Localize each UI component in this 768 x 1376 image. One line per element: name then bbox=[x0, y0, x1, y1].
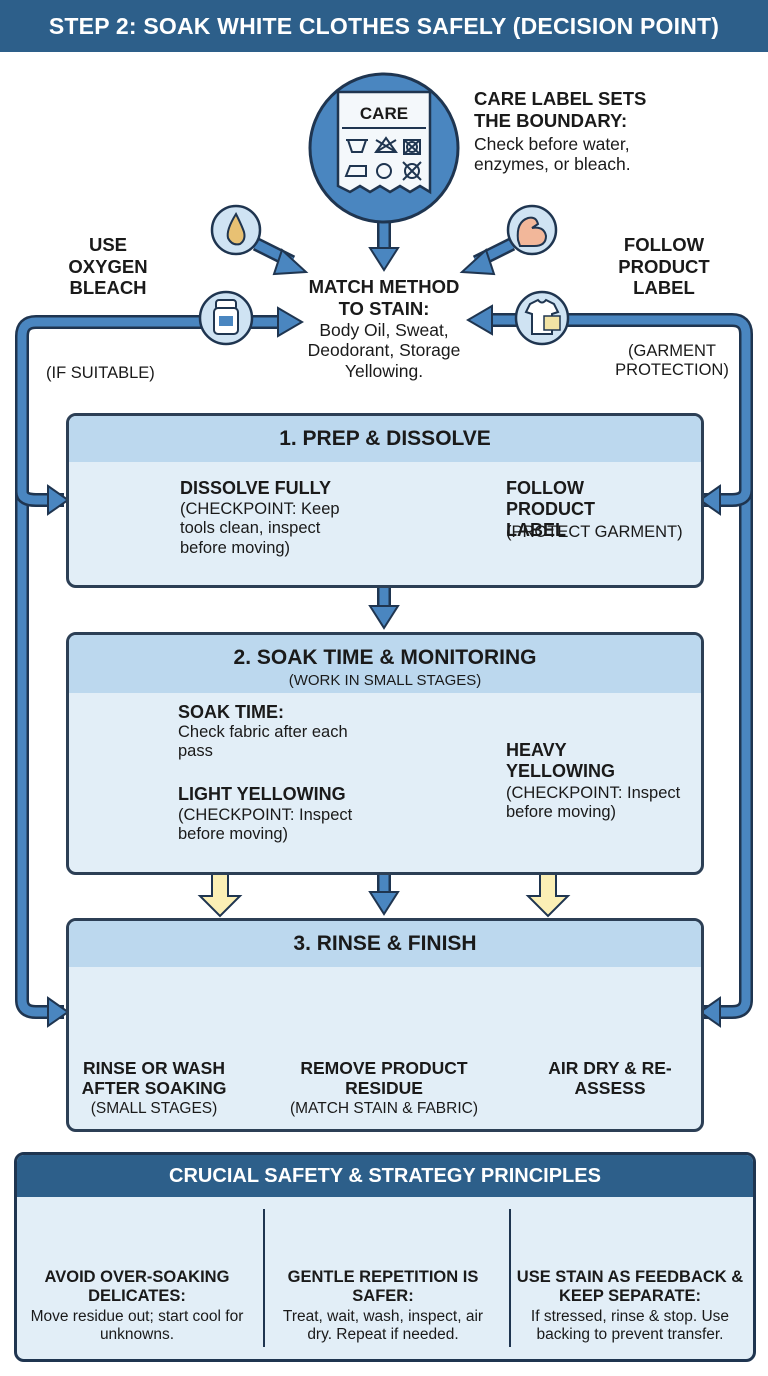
shirt-label-icon bbox=[514, 290, 570, 346]
arrow-care-to-match bbox=[368, 222, 400, 272]
principles-box: CRUCIAL SAFETY & STRATEGY PRINCIPLES bbox=[14, 1152, 756, 1362]
principle-heading: AVOID OVER-SOAKING DELICATES: bbox=[44, 1268, 230, 1306]
section-header bbox=[69, 416, 701, 462]
drop-icon bbox=[210, 204, 262, 256]
muscle-arm-icon bbox=[506, 204, 558, 256]
section-title: 3. RINSE & FINISH bbox=[293, 932, 477, 955]
section-rinse-finish: 3. RINSE & FINISH bbox=[66, 918, 704, 1132]
soak-time-heading: SOAK TIME: bbox=[178, 702, 284, 722]
right-outer-connector bbox=[560, 313, 753, 1028]
arrow-muscle-to-match bbox=[459, 237, 516, 276]
match-method-heading: MATCH METHOD TO STAIN: bbox=[308, 276, 460, 319]
heavy-yellowing-text: (CHECKPOINT: Inspect before moving) bbox=[506, 784, 681, 822]
heavy-yellowing-heading: HEAVY YELLOWING bbox=[506, 740, 615, 782]
principle-text: Treat, wait, wash, inspect, air dry. Rep… bbox=[282, 1308, 484, 1344]
section-header bbox=[69, 921, 701, 967]
deodorant-icon bbox=[198, 290, 254, 346]
care-label-heading: CARE LABEL SETS THE BOUNDARY: bbox=[474, 88, 647, 131]
principle-heading: GENTLE REPETITION IS SAFER: bbox=[287, 1268, 479, 1306]
section-soak-monitoring: 2. SOAK TIME & MONITORING (WORK IN SMALL… bbox=[66, 632, 704, 875]
arrow-oxygen-to-match bbox=[250, 306, 304, 338]
principles-header bbox=[17, 1155, 753, 1197]
header-bar bbox=[0, 0, 768, 52]
oxygen-bleach-heading: USE OXYGEN BLEACH bbox=[68, 234, 148, 299]
soak-time-text: Check fabric after each pass bbox=[178, 723, 348, 761]
care-tag-label: CARE bbox=[359, 104, 409, 123]
divider bbox=[509, 1209, 511, 1347]
dissolve-heading: DISSOLVE FULLY bbox=[180, 478, 332, 498]
air-dry-heading: AIR DRY & RE-ASSESS bbox=[548, 1058, 672, 1099]
arrow-section2-to-section3 bbox=[368, 870, 400, 916]
remove-residue-note: (MATCH STAIN & FABRIC) bbox=[289, 1100, 478, 1117]
principle-text: Move residue out; start cool for unknown… bbox=[30, 1308, 244, 1344]
arrow-section1-to-section2 bbox=[368, 582, 400, 630]
arrow-label-to-match bbox=[466, 304, 518, 336]
section-prep-dissolve: 1. PREP & DISSOLVE bbox=[66, 413, 704, 588]
light-yellowing-text: (CHECKPOINT: Inspect before moving) bbox=[178, 806, 353, 844]
section-header bbox=[69, 635, 701, 693]
care-label-text: Check before water, enzymes, or bleach. bbox=[474, 134, 631, 175]
follow-label-heading: FOLLOW PRODUCT LABEL bbox=[618, 234, 710, 299]
dissolve-text: (CHECKPOINT: Keep tools clean, inspect b… bbox=[180, 500, 340, 557]
rinse-wash-note: (SMALL STAGES) bbox=[90, 1100, 218, 1117]
product-label-heading: FOLLOW PRODUCT LABEL bbox=[506, 478, 595, 541]
remove-residue-heading: REMOVE PRODUCT RESIDUE bbox=[300, 1058, 468, 1099]
principle-text: If stressed, rinse & stop. Use backing t… bbox=[530, 1308, 730, 1344]
principles-title: CRUCIAL SAFETY & STRATEGY PRINCIPLES bbox=[169, 1165, 601, 1187]
page-title: STEP 2: SOAK WHITE CLOTHES SAFELY (DECIS… bbox=[48, 13, 720, 39]
oxygen-bleach-note: (IF SUITABLE) bbox=[46, 364, 155, 382]
left-outer-connector bbox=[15, 315, 210, 1028]
care-label-icon bbox=[308, 72, 460, 224]
light-yellowing-heading: LIGHT YELLOWING bbox=[178, 784, 346, 804]
arrow-light-to-section3 bbox=[197, 869, 243, 918]
arrow-drop-to-match bbox=[252, 237, 309, 276]
section-subtitle: (WORK IN SMALL STAGES) bbox=[288, 672, 482, 689]
arrow-heavy-to-section3 bbox=[525, 869, 571, 918]
product-label-text: (PROTECT GARMENT) bbox=[506, 523, 683, 541]
section-title: 2. SOAK TIME & MONITORING bbox=[233, 646, 537, 669]
rinse-wash-heading: RINSE OR WASH AFTER SOAKING bbox=[81, 1058, 227, 1099]
principle-heading: USE STAIN AS FEEDBACK & KEEP SEPARATE: bbox=[516, 1268, 744, 1306]
follow-label-note: (GARMENT PROTECTION) bbox=[615, 342, 729, 380]
match-method-text: Body Oil, Sweat, Deodorant, Storage Yell… bbox=[307, 320, 461, 381]
divider bbox=[263, 1209, 265, 1347]
section-title: 1. PREP & DISSOLVE bbox=[279, 427, 491, 450]
